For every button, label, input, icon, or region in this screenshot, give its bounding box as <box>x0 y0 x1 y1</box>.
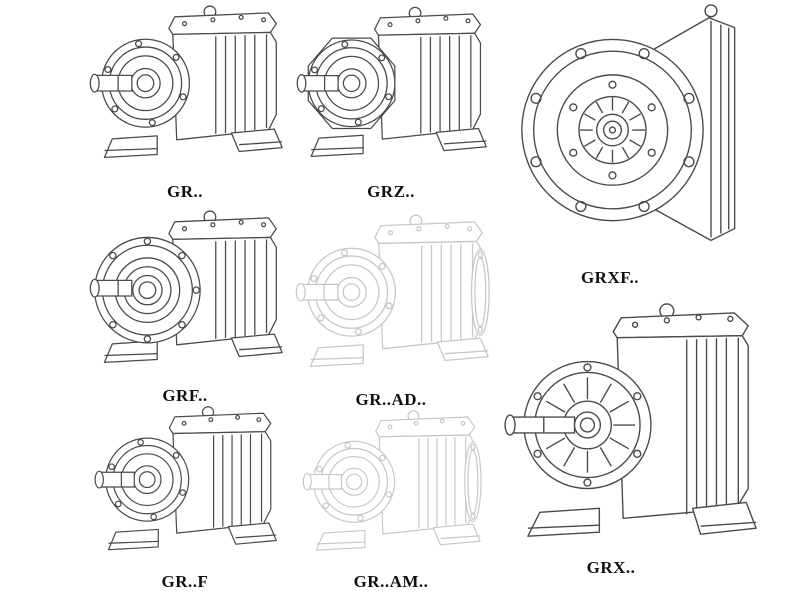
figure-label-grz: GRZ.. <box>367 182 415 201</box>
flange-gearbox-drawing <box>89 210 283 364</box>
gearbox-input-adapter-ghost-drawing <box>295 214 490 368</box>
figure-label-gram: GR..AM.. <box>353 572 429 591</box>
figure-gr: GR.. <box>82 2 288 202</box>
large-foot-mounted-gearbox-drawing <box>504 303 757 537</box>
figure-grad: GR..AD.. <box>288 212 494 410</box>
figure-label-gr: GR.. <box>167 182 203 201</box>
figure-grx: GRX.. <box>492 298 798 578</box>
foot-mounted-gearbox-shroud-drawing <box>296 6 487 158</box>
figure-grz: GRZ.. <box>288 2 494 202</box>
figure-label-grf: GRF.. <box>162 386 208 405</box>
figure-label-grff: GR..F <box>161 572 209 591</box>
figure-grff: GR..F <box>82 404 288 592</box>
foot-flange-gearbox-drawing <box>94 406 277 551</box>
flange-mounted-gearbox-front-drawing <box>521 4 736 242</box>
figure-grxf: GRXF.. <box>498 0 790 288</box>
figure-grf: GRF.. <box>82 208 288 406</box>
figure-gram: GR..AM.. <box>288 408 494 592</box>
figure-label-grad: GR..AD.. <box>355 390 427 409</box>
gearbox-output-flange-ghost-drawing <box>302 410 482 551</box>
figure-label-grx: GRX.. <box>586 558 636 577</box>
figure-label-grxf: GRXF.. <box>580 268 640 287</box>
foot-mounted-gearbox-drawing <box>89 5 283 159</box>
